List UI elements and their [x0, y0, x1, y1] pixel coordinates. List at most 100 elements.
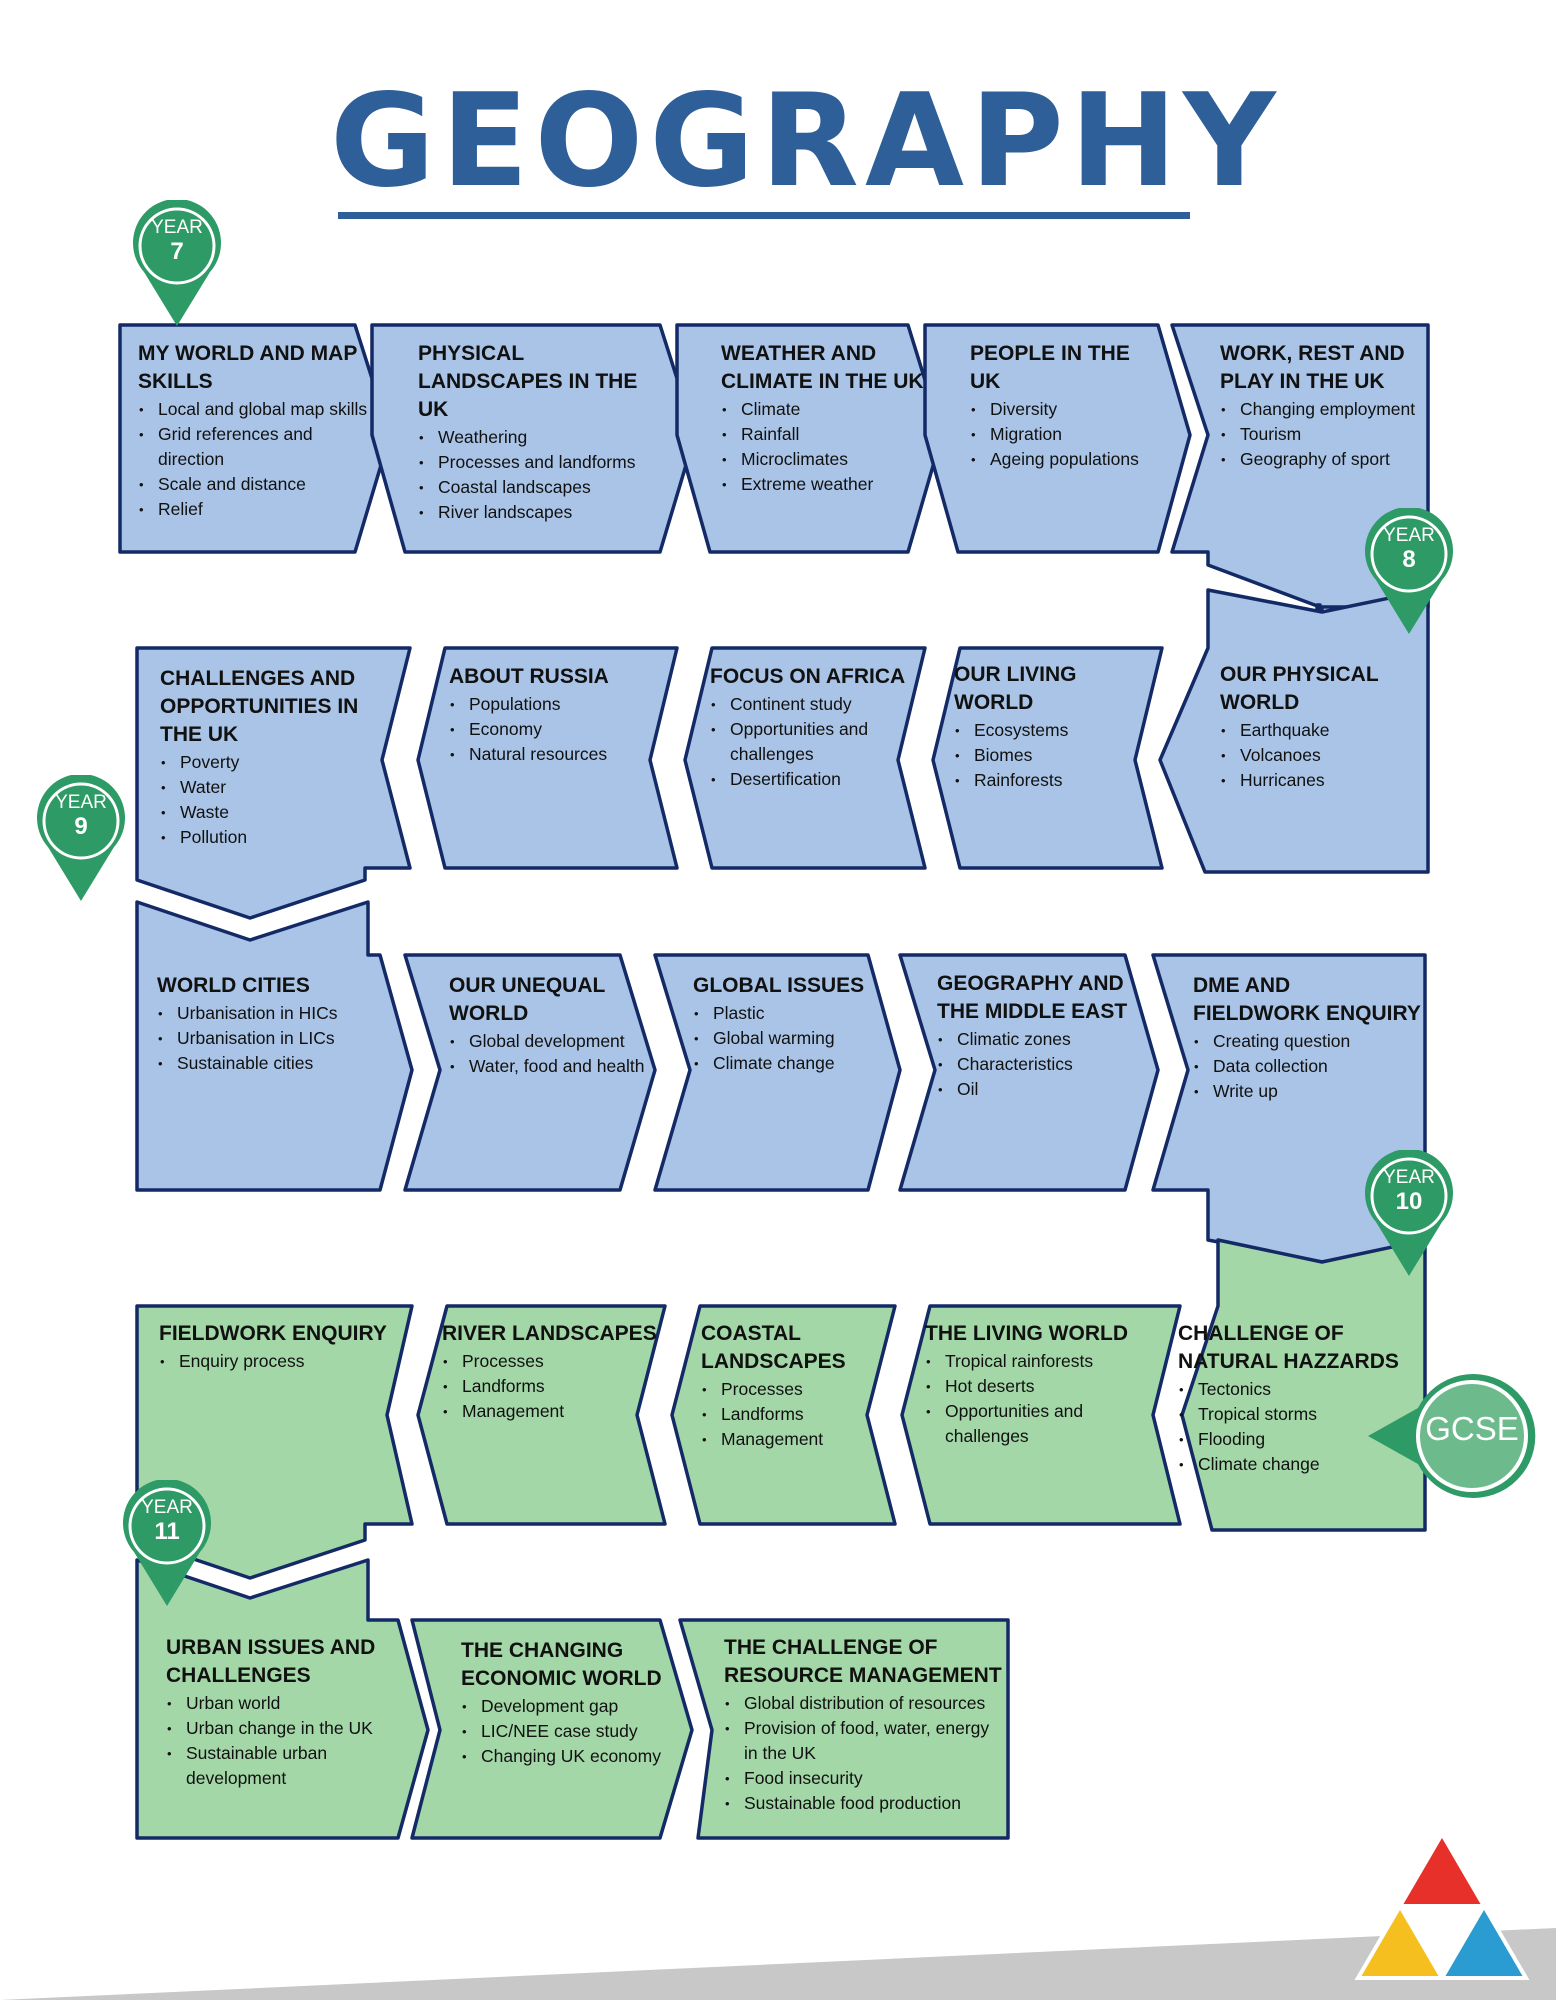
unit-box: GEOGRAPHY AND THE MIDDLE EASTClimatic zo… [937, 970, 1137, 1102]
unit-box: WORLD CITIESUrbanisation in HICsUrbanisa… [157, 972, 362, 1076]
unit-box: PEOPLE IN THE UKDiversityMigrationAgeing… [970, 340, 1160, 472]
unit-topic: Sustainable urban development [167, 1741, 406, 1791]
unit-box: OUR LIVING WORLDEcosystemsBiomesRainfore… [954, 661, 1159, 793]
unit-box: THE CHALLENGE OF RESOURCE MANAGEMENTGlob… [724, 1634, 1004, 1816]
unit-topic: Write up [1194, 1079, 1423, 1104]
unit-box: WEATHER AND CLIMATE IN THE UKClimateRain… [721, 340, 931, 497]
unit-topic: Scale and distance [139, 472, 378, 497]
unit-topic: Waste [161, 800, 375, 825]
unit-title: THE LIVING WORLD [925, 1322, 1128, 1345]
pin-year-number: 10 [1395, 1187, 1423, 1215]
unit-topic: Migration [971, 422, 1160, 447]
unit-topic-list: Climatic zonesCharacteristicsOil [937, 1027, 1137, 1102]
unit-topic-list: TectonicsTropical stormsFloodingClimate … [1178, 1377, 1418, 1477]
unit-topic: Diversity [971, 397, 1160, 422]
unit-box: THE CHANGING ECONOMIC WORLDDevelopment g… [461, 1637, 671, 1769]
unit-topic: Urbanisation in HICs [158, 1001, 362, 1026]
unit-topic: Landforms [443, 1374, 662, 1399]
unit-topic: Earthquake [1221, 718, 1420, 743]
pin-year-word: YEAR [141, 1497, 193, 1518]
unit-topic: Desertification [711, 767, 920, 792]
unit-topic-list: DiversityMigrationAgeing populations [970, 397, 1160, 472]
unit-title: THE CHALLENGE OF RESOURCE MANAGEMENT [724, 1636, 1002, 1687]
unit-topic: Changing UK economy [462, 1744, 671, 1769]
pin-year-number: 7 [170, 237, 184, 265]
unit-title: CHALLENGE OF NATURAL HAZZARDS [1178, 1322, 1399, 1373]
unit-title: WEATHER AND CLIMATE IN THE UK [721, 342, 924, 393]
unit-topic: Climatic zones [938, 1027, 1137, 1052]
unit-topic: Natural resources [450, 742, 664, 767]
unit-topic: Landforms [702, 1402, 896, 1427]
unit-topic: Tropical storms [1179, 1402, 1418, 1427]
unit-topic: Food insecurity [725, 1766, 1004, 1791]
unit-topic: Flooding [1179, 1427, 1418, 1452]
unit-topic: Management [443, 1399, 662, 1424]
pin-year-word: YEAR [151, 217, 203, 238]
unit-title: PEOPLE IN THE UK [970, 342, 1130, 393]
unit-topic: Climate change [694, 1051, 893, 1076]
unit-title: THE CHANGING ECONOMIC WORLD [461, 1639, 662, 1690]
unit-title: DME AND FIELDWORK ENQUIRY [1193, 974, 1421, 1025]
unit-topic: Local and global map skills [139, 397, 378, 422]
unit-topic: Tourism [1221, 422, 1425, 447]
unit-title: GEOGRAPHY AND THE MIDDLE EAST [937, 972, 1128, 1023]
pin-year-number: 8 [1402, 545, 1416, 573]
unit-topic-list: Global distribution of resourcesProvisio… [724, 1691, 1004, 1816]
unit-topic-list: PopulationsEconomyNatural resources [449, 692, 664, 767]
unit-topic-list: Urbanisation in HICsUrbanisation in LICs… [157, 1001, 362, 1076]
unit-topic: Weathering [419, 425, 668, 450]
unit-topic: Data collection [1194, 1054, 1423, 1079]
unit-topic: Pollution [161, 825, 375, 850]
unit-topic: Opportunities and challenges [711, 717, 920, 767]
unit-box: FOCUS ON AFRICAContinent studyOpportunit… [710, 663, 920, 792]
page-title: GEOGRAPHY [330, 67, 1282, 216]
unit-topic-list: PlasticGlobal warmingClimate change [693, 1001, 893, 1076]
unit-topic-list: Enquiry process [159, 1349, 399, 1374]
unit-topic: Sustainable cities [158, 1051, 362, 1076]
unit-title: ABOUT RUSSIA [449, 665, 609, 688]
unit-box: THE LIVING WORLDTropical rainforestsHot … [925, 1320, 1165, 1449]
unit-title: OUR PHYSICAL WORLD [1220, 663, 1379, 714]
unit-topic: Urban world [167, 1691, 406, 1716]
unit-topic: Urbanisation in LICs [158, 1026, 362, 1051]
unit-topic: Processes [443, 1349, 662, 1374]
unit-topic-list: Changing employmentTourismGeography of s… [1220, 397, 1425, 472]
unit-title: FOCUS ON AFRICA [710, 665, 906, 688]
unit-topic: Economy [450, 717, 664, 742]
unit-topic: Oil [938, 1077, 1137, 1102]
unit-topic: Extreme weather [722, 472, 931, 497]
unit-box: CHALLENGES AND OPPORTUNITIES IN THE UKPo… [160, 665, 375, 850]
unit-topic: Rainforests [955, 768, 1159, 793]
unit-topic: Geography of sport [1221, 447, 1425, 472]
unit-topic: Coastal landscapes [419, 475, 668, 500]
unit-topic: Enquiry process [160, 1349, 399, 1374]
unit-topic: LIC/NEE case study [462, 1719, 671, 1744]
unit-box: OUR PHYSICAL WORLDEarthquakeVolcanoesHur… [1220, 661, 1420, 793]
unit-title: FIELDWORK ENQUIRY [159, 1322, 387, 1345]
unit-topic-list: EarthquakeVolcanoesHurricanes [1220, 718, 1420, 793]
unit-topic: Water, food and health [450, 1054, 649, 1079]
unit-topic: Management [702, 1427, 896, 1452]
pin-year-number: 11 [154, 1517, 180, 1545]
unit-topic: Climate change [1179, 1452, 1418, 1477]
unit-topic: Provision of food, water, energy in the … [725, 1716, 1004, 1766]
unit-topic-list: ProcessesLandformsManagement [701, 1377, 896, 1452]
footer-band [0, 1928, 1556, 2000]
unit-box: DME AND FIELDWORK ENQUIRYCreating questi… [1193, 972, 1423, 1104]
pin-year-word: YEAR [1383, 525, 1435, 546]
triangle-logo-icon [1354, 1830, 1530, 1980]
unit-topic: Grid references and direction [139, 422, 378, 472]
unit-topic: Global distribution of resources [725, 1691, 1004, 1716]
unit-title: MY WORLD AND MAP SKILLS [138, 342, 357, 393]
unit-topic: Hot deserts [926, 1374, 1165, 1399]
unit-box: URBAN ISSUES AND CHALLENGESUrban worldUr… [166, 1634, 406, 1791]
unit-topic: Processes and landforms [419, 450, 668, 475]
unit-topic-list: ProcessesLandformsManagement [442, 1349, 662, 1424]
unit-topic: Water [161, 775, 375, 800]
